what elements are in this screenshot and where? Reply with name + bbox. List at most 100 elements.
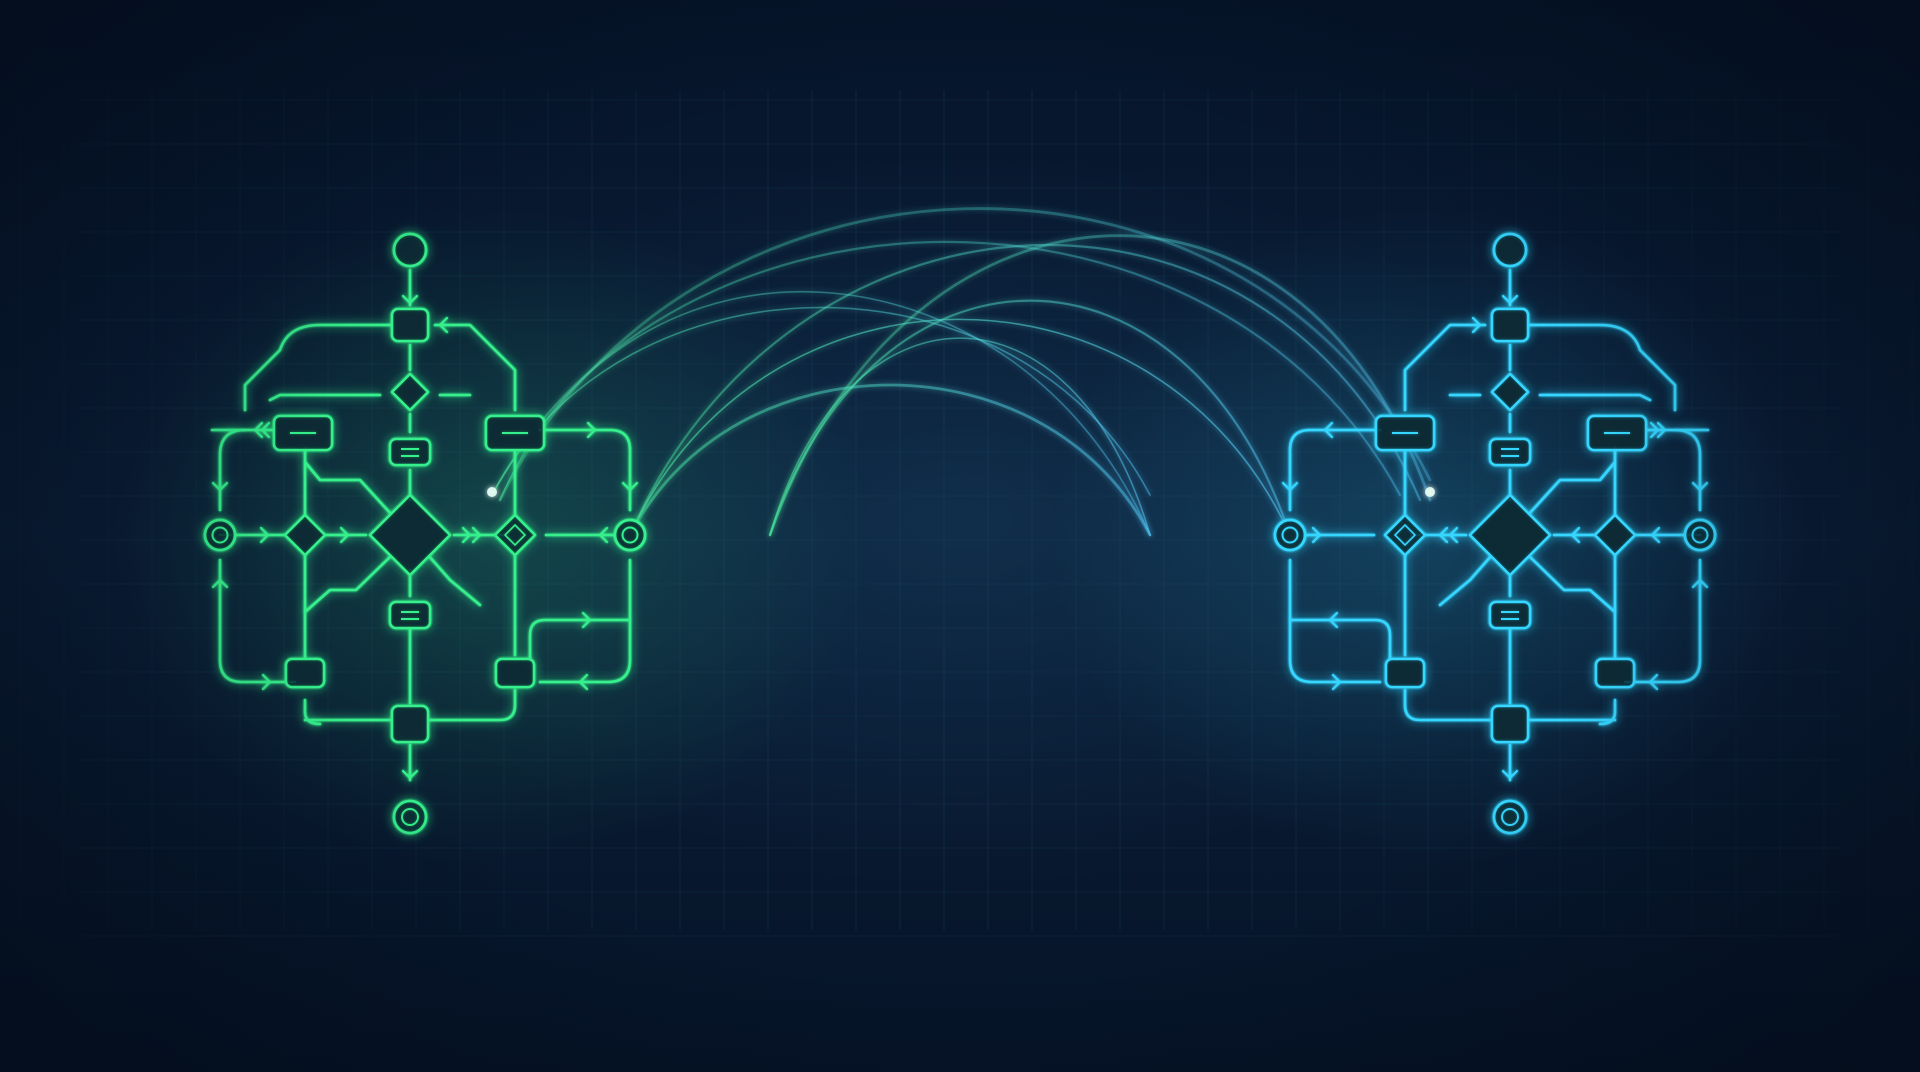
arrow-head [401, 294, 419, 305]
branch-line [1538, 393, 1652, 402]
decision-diamond-top [1490, 372, 1530, 412]
outer-loop [1288, 618, 1392, 662]
arrow-head [1448, 526, 1459, 544]
connection-arc [769, 337, 1151, 536]
process-box-lower-left [1594, 657, 1636, 689]
process-box-lower [1488, 600, 1532, 630]
diagonal-line [1526, 553, 1617, 614]
diagonal-line [1438, 553, 1494, 607]
arrow-head [1570, 526, 1581, 544]
decision-diamond-inner [503, 523, 527, 547]
outer-loop [1288, 428, 1382, 512]
upper-branch [1528, 323, 1677, 412]
port-circle-inner [613, 518, 647, 552]
upper-branch [243, 323, 392, 412]
decision-diamond-center [368, 493, 452, 577]
inner-vertical [1403, 688, 1492, 722]
connection-arc [768, 234, 1432, 537]
process-box-lower-left [284, 657, 326, 689]
arrow-head [586, 421, 597, 439]
outer-loop [1623, 558, 1702, 684]
diagonal-line [303, 460, 394, 517]
decision-diamond-left [1593, 513, 1637, 557]
right-flowchart [1273, 232, 1717, 835]
arrow-head [1691, 481, 1709, 492]
arrow-head [1650, 526, 1661, 544]
decision-diamond-right [1383, 513, 1427, 557]
connection-arc [499, 291, 1151, 536]
arrow-head [401, 769, 419, 780]
process-box-lower-right [1384, 657, 1426, 689]
arrow-head [598, 526, 609, 544]
arrow-head [253, 421, 264, 439]
port-circle-inner [1273, 518, 1307, 552]
diagonal-line [426, 553, 482, 607]
start-circle [1492, 232, 1528, 268]
port-circle-outer-inner [1691, 526, 1709, 544]
arrow-head [1438, 526, 1449, 544]
arrow-head [211, 578, 229, 589]
connection-arc [498, 207, 1432, 502]
upper-branch [433, 323, 517, 412]
outer-loop [1288, 558, 1382, 684]
arrow-head [339, 526, 350, 544]
convergence-point [1425, 487, 1435, 497]
arrow-head [1281, 481, 1299, 492]
port-circle-outer-inner [211, 526, 229, 544]
connection-arc [628, 383, 1152, 537]
process-box-bottom [390, 704, 430, 744]
arrow-head [1656, 421, 1667, 439]
connection-arc [629, 318, 1291, 536]
decision-diamond-center [1468, 493, 1552, 577]
decision-diamond-inner [1393, 523, 1417, 547]
arrow-head [261, 673, 272, 691]
port-circle-inner-inner [1281, 526, 1299, 544]
end-circle-inner [1501, 808, 1519, 826]
inner-vertical [1598, 698, 1617, 726]
connection-arc [628, 243, 1422, 537]
arrow-head [461, 526, 472, 544]
arrow-head [1331, 673, 1342, 691]
arrow-head [1471, 316, 1482, 334]
diagonal-line [1526, 460, 1617, 517]
process-box-lower-right [494, 657, 536, 689]
decision-diamond-left [283, 513, 327, 557]
process-box-upper [1488, 437, 1532, 467]
arrow-head [1501, 769, 1519, 780]
branch-line [268, 393, 382, 402]
convergence-point [487, 487, 497, 497]
end-circle [1492, 799, 1528, 835]
arrow-head [1648, 673, 1659, 691]
outer-loop [538, 558, 632, 684]
arrow-head [621, 481, 639, 492]
port-circle-inner-inner [621, 526, 639, 544]
arrow-head [1691, 578, 1709, 589]
arrow-head [1328, 611, 1339, 629]
outer-loop [528, 618, 632, 662]
process-box-upper [388, 437, 432, 467]
process-box-lower [388, 600, 432, 630]
arrow-head [1311, 526, 1322, 544]
arrow-head [211, 481, 229, 492]
start-circle [392, 232, 428, 268]
outer-loop [218, 558, 297, 684]
upper-branch [1403, 323, 1487, 412]
arrow-head [438, 316, 449, 334]
inner-vertical [303, 698, 322, 726]
process-box-bottom [1490, 704, 1530, 744]
arrow-head [1649, 421, 1660, 439]
arrow-head [259, 526, 270, 544]
arrow-head [578, 673, 589, 691]
end-circle-inner [401, 808, 419, 826]
arrow-head [260, 421, 271, 439]
outer-loop [538, 428, 632, 512]
left-flowchart [203, 232, 647, 835]
arrow-head [1323, 421, 1334, 439]
port-circle-outer [203, 518, 237, 552]
arrow-head [581, 611, 592, 629]
process-box-top [1490, 307, 1530, 343]
inner-vertical [428, 688, 517, 722]
connection-arcs [487, 207, 1435, 537]
